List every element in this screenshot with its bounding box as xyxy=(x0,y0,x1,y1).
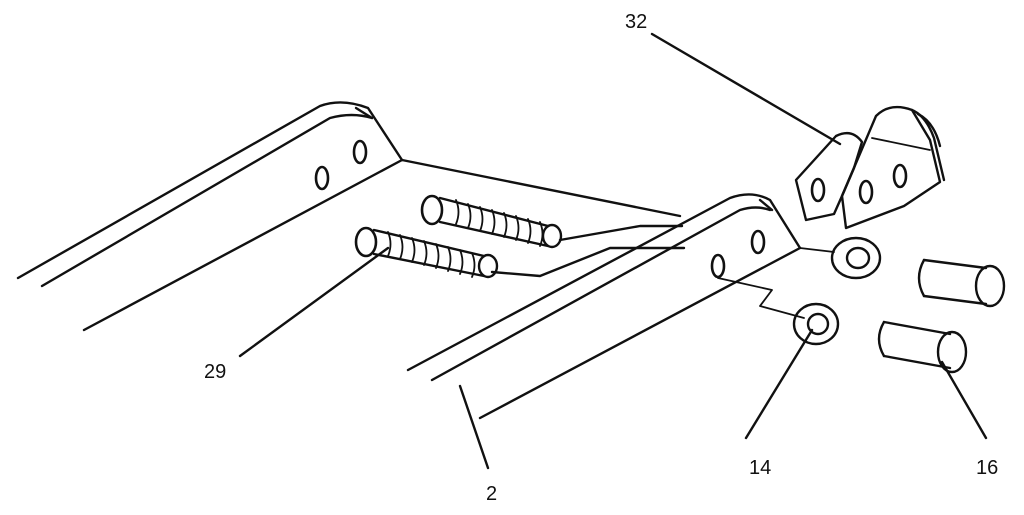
leader-lines xyxy=(238,32,988,470)
bracket-hole-1 xyxy=(810,177,826,203)
right-channel-arm xyxy=(406,193,835,420)
left-channel-arm xyxy=(16,101,404,332)
leader-32 xyxy=(650,32,842,146)
pin-upper xyxy=(917,258,1006,308)
washer-upper xyxy=(830,236,882,280)
bracket-hole-3 xyxy=(892,163,908,189)
callout-32: 32 xyxy=(625,11,647,33)
leader-16 xyxy=(940,360,988,440)
pin-lower xyxy=(877,320,968,374)
left-arm-hole-2 xyxy=(352,139,368,165)
right-arm-hole-2 xyxy=(750,229,766,255)
hinge-bracket xyxy=(794,105,946,230)
callout-29: 29 xyxy=(204,361,226,383)
left-arm-hole-1 xyxy=(314,165,330,191)
bolt-lower xyxy=(354,226,499,279)
right-arm-hole-1 xyxy=(710,253,726,279)
callout-14: 14 xyxy=(749,457,771,479)
leader-14 xyxy=(744,328,814,440)
bolt-upper xyxy=(420,194,563,249)
bracket-hole-2 xyxy=(858,179,874,205)
cross-member xyxy=(400,158,686,278)
callout-16: 16 xyxy=(976,457,998,479)
leader-29 xyxy=(238,246,390,358)
callout-2: 2 xyxy=(486,483,497,505)
leader-2 xyxy=(458,384,490,470)
washer-lower xyxy=(792,302,840,346)
